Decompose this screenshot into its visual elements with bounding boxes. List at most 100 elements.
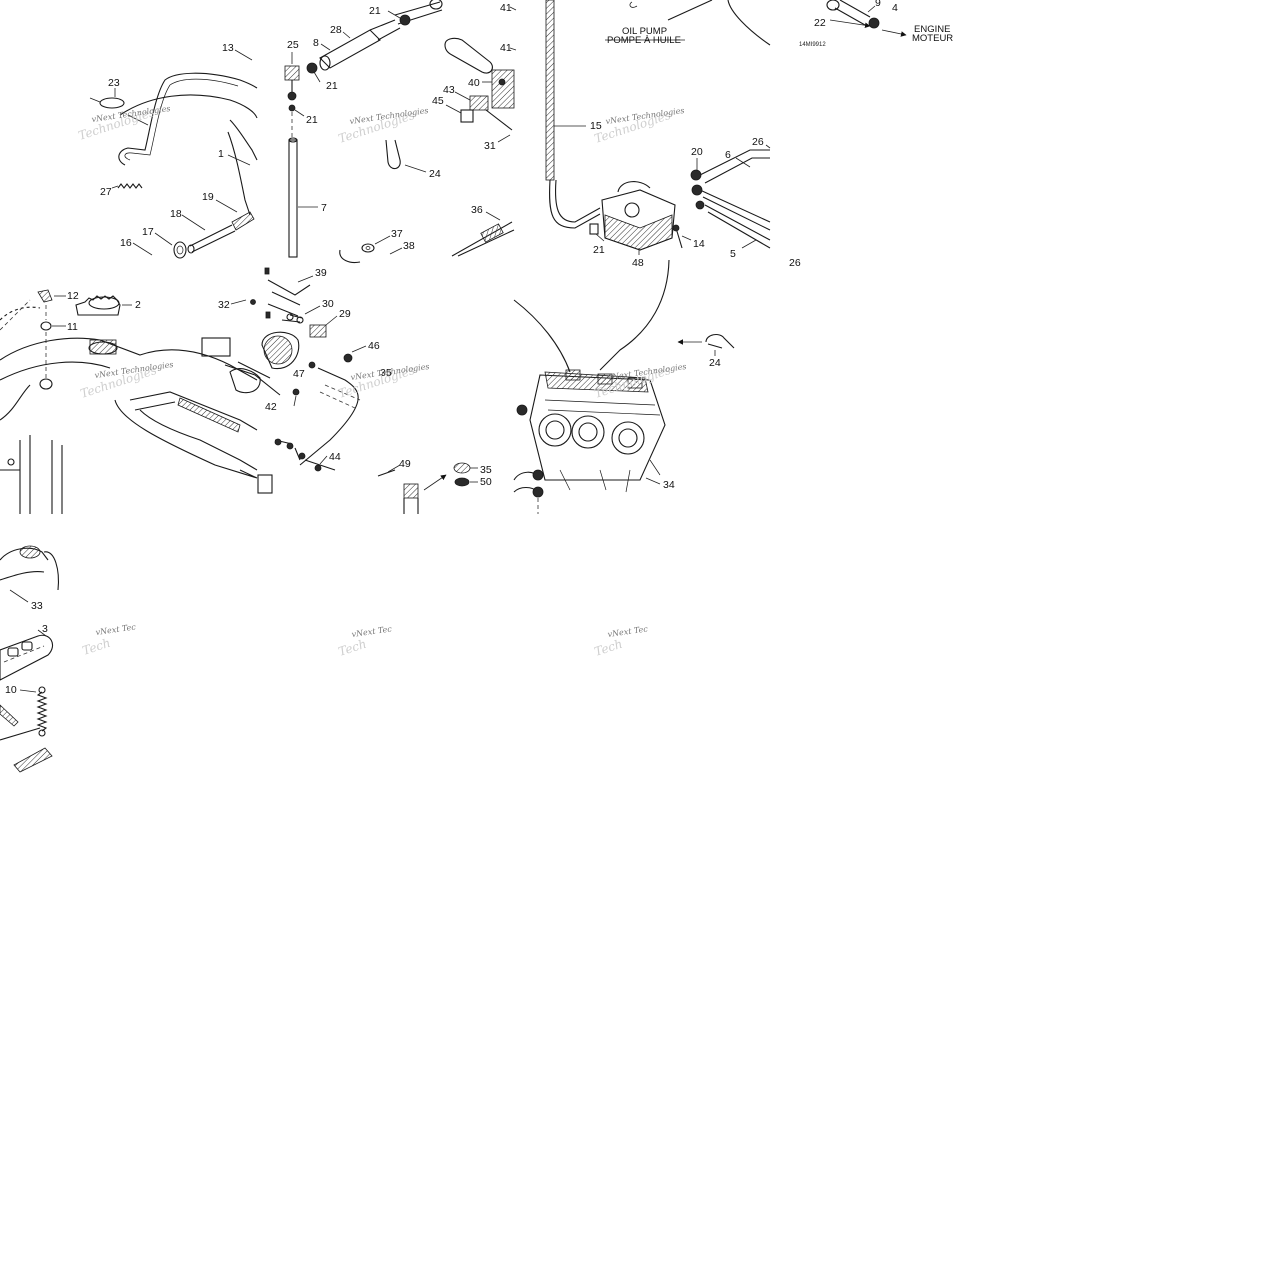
callout-43: 43 — [443, 84, 455, 96]
grommet-35b — [453, 462, 471, 474]
callout-49: 49 — [399, 458, 411, 470]
callout-31: 31 — [484, 140, 496, 152]
callout-25: 25 — [287, 39, 299, 51]
callout-21b: 21 — [326, 80, 338, 92]
callout-3: 3 — [42, 623, 48, 635]
module — [201, 337, 231, 357]
captions: OIL PUMP POMPE À HUILE ENGINE MOTEUR 14M… — [607, 24, 953, 48]
callout-40: 40 — [468, 77, 480, 89]
tube-18 — [189, 224, 236, 253]
oil-pump-line — [667, 0, 771, 46]
callout-34: 34 — [663, 479, 675, 491]
callout-20: 20 — [691, 146, 703, 158]
callout-29: 29 — [339, 308, 351, 320]
caption-moteur: MOTEUR — [912, 33, 953, 44]
tile-top-far-right — [826, 0, 907, 37]
drawing-code: 14MI9912 — [799, 42, 826, 48]
callout-10: 10 — [5, 684, 17, 696]
callout-42: 42 — [265, 401, 277, 413]
caption-engine: ENGINE — [914, 24, 950, 35]
caption-pompe-a-huile: POMPE À HUILE — [607, 35, 681, 46]
screw-14 — [675, 227, 683, 249]
svg-text:Tech: Tech — [337, 637, 369, 659]
spring-10 — [36, 691, 48, 732]
grommet-17 — [173, 241, 187, 259]
callout-26b: 26 — [789, 257, 801, 269]
callout-30: 30 — [322, 298, 334, 310]
callout-45: 45 — [432, 95, 444, 107]
callout-15: 15 — [590, 120, 602, 132]
callout-19: 19 — [202, 191, 214, 203]
callout-41b: 41 — [500, 42, 512, 54]
throttle-grip — [444, 37, 493, 74]
callout-44: 44 — [329, 451, 341, 463]
callout-50: 50 — [480, 476, 492, 488]
cable-36 — [451, 221, 515, 257]
callout-37: 37 — [391, 228, 403, 240]
vent-hose-inner — [124, 78, 239, 161]
callout-35a: 35 — [380, 367, 392, 379]
callout-7: 7 — [321, 202, 327, 214]
fuel-tank-outline — [119, 94, 258, 216]
callout-46: 46 — [368, 340, 380, 352]
callout-17: 17 — [142, 226, 154, 238]
callout-26a: 26 — [752, 136, 764, 148]
fitting-21d — [589, 223, 599, 235]
fuel-tank-body — [0, 337, 258, 514]
carburetor-assembly — [529, 369, 666, 493]
callout-21c: 21 — [306, 114, 318, 126]
rail — [0, 704, 19, 727]
callout-6: 6 — [725, 149, 731, 161]
callout-4: 4 — [892, 2, 898, 14]
hose-5 — [704, 204, 771, 249]
pump-body — [261, 331, 300, 370]
callout-24a: 24 — [429, 168, 441, 180]
tile-top-right — [545, 0, 771, 255]
washer-37 — [361, 243, 375, 253]
tile-top-left — [89, 49, 258, 259]
callout-14: 14 — [693, 238, 705, 250]
clamp-21c — [306, 62, 318, 74]
callout-2: 2 — [135, 299, 141, 311]
tile-mid-left — [0, 289, 258, 514]
hose-9 — [834, 0, 871, 26]
svg-text:Tech: Tech — [81, 636, 113, 658]
watermark-7: vNext Tec — [95, 622, 137, 637]
callout-41a: 41 — [500, 2, 512, 14]
fitting-19 — [231, 211, 255, 231]
fuel-filter-28 — [319, 29, 381, 69]
caption-oil-pump: OIL PUMP — [622, 26, 667, 37]
callout-28: 28 — [330, 24, 342, 36]
callout-48: 48 — [632, 257, 644, 269]
svg-text:Tech: Tech — [593, 637, 625, 659]
callout-33: 33 — [31, 600, 43, 612]
callout-27: 27 — [100, 186, 112, 198]
oil-line-15 — [545, 0, 555, 181]
throttle-cable — [513, 259, 670, 373]
tile-mid-middle — [114, 267, 478, 514]
callout-21a: 21 — [369, 5, 381, 17]
watermark-8: vNext Tec — [351, 624, 393, 639]
bracket-end — [257, 474, 273, 494]
gauge-body — [403, 483, 419, 499]
cable-35 — [299, 367, 359, 466]
callout-16: 16 — [120, 237, 132, 249]
hose-6 — [699, 149, 770, 184]
throttle-housing-40 — [491, 69, 515, 109]
switch-43 — [469, 95, 489, 111]
switch-45 — [460, 109, 474, 123]
tank-bracket — [129, 391, 258, 431]
clamp-20 — [690, 169, 702, 181]
connector-29 — [309, 324, 327, 338]
grommet-50 — [454, 477, 470, 487]
callout-35b: 35 — [480, 464, 492, 476]
watermark-9: vNext Tec — [607, 624, 649, 639]
callout-11: 11 — [67, 321, 78, 333]
callout-5: 5 — [730, 248, 736, 260]
cable-tie-24b — [705, 333, 735, 349]
callout-13: 13 — [222, 42, 234, 54]
pin-49 — [377, 469, 396, 477]
callout-32: 32 — [218, 299, 230, 311]
tile-mid-right — [513, 259, 735, 514]
